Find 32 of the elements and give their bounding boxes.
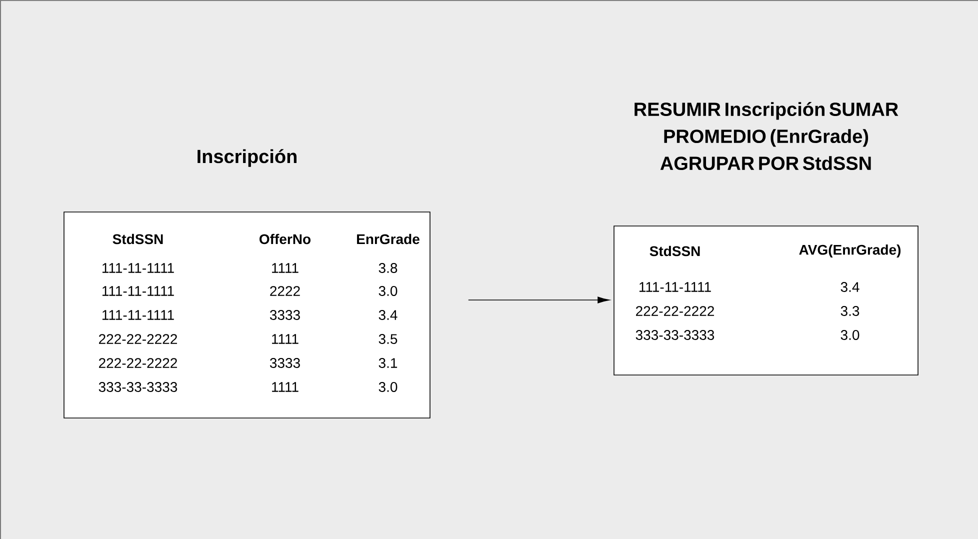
arrow bbox=[468, 296, 610, 304]
table-cell: 333-33-3333 bbox=[98, 382, 178, 392]
table-cell: 111-11-1111 bbox=[640, 282, 711, 292]
table-cell: 3.8 bbox=[378, 263, 398, 273]
table-cell: 111-11-1111 bbox=[102, 310, 174, 320]
column-header: StdSSN bbox=[112, 234, 163, 244]
table-cell: 3333 bbox=[270, 358, 300, 368]
table-cell: 3.4 bbox=[840, 282, 860, 292]
table-cell: 3.1 bbox=[378, 358, 398, 368]
table-cell: 3.3 bbox=[840, 306, 860, 316]
table-cell: 3333 bbox=[270, 310, 300, 320]
table-cell: 2222 bbox=[270, 286, 300, 296]
node-label: Inscripción bbox=[198, 149, 297, 167]
table-cell: 3.0 bbox=[378, 286, 398, 296]
table-cell: 222-22-2222 bbox=[99, 334, 177, 344]
table-cell: 222-22-2222 bbox=[99, 358, 177, 368]
table-cell: 1111 bbox=[272, 334, 298, 344]
table-cell: 3.5 bbox=[378, 334, 398, 344]
node-label: RESUMIR Inscripción SUMAR PROMEDIO (EnrGrade) AGRUPAR POR StdSSN bbox=[634, 102, 898, 170]
column-header: OfferNo bbox=[260, 234, 311, 244]
table-cell: 3.0 bbox=[378, 382, 398, 392]
table-cell: 222-22-2222 bbox=[636, 306, 714, 316]
column-header: AVG(EnrGrade) bbox=[799, 244, 901, 258]
table-cell: 3.4 bbox=[378, 310, 398, 320]
table-cell: 111-11-1111 bbox=[102, 286, 174, 296]
column-header: EnrGrade bbox=[357, 234, 420, 244]
table-cell: 3.0 bbox=[840, 330, 860, 340]
table-cell: 333-33-3333 bbox=[636, 330, 714, 340]
table-cell: 1111 bbox=[272, 382, 298, 392]
table-cell: 1111 bbox=[272, 263, 298, 273]
column-header: StdSSN bbox=[650, 246, 700, 256]
table-cell: 111-11-1111 bbox=[102, 263, 174, 273]
